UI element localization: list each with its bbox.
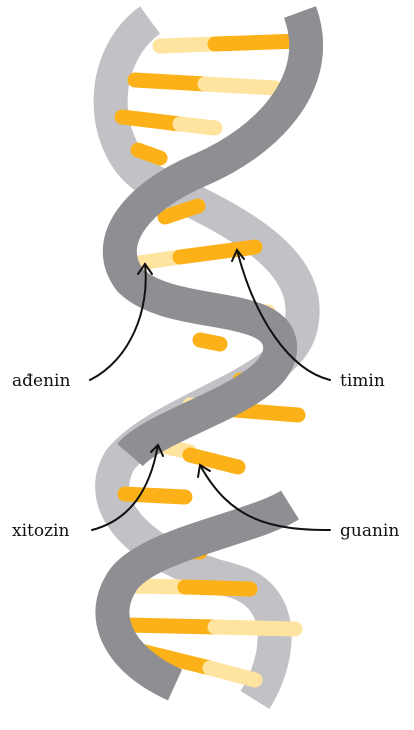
label-cytosine: xitozin	[12, 521, 69, 541]
base-pair	[160, 44, 215, 46]
base-pair	[200, 340, 220, 344]
base-pair	[190, 455, 238, 467]
base-pair	[125, 494, 185, 497]
base-pair	[205, 84, 275, 88]
base-pair	[210, 668, 255, 680]
base-pair	[215, 627, 295, 629]
base-pair	[180, 124, 215, 128]
label-guanine: guanin	[340, 521, 399, 541]
base-pair	[185, 587, 250, 589]
base-pair	[180, 247, 255, 257]
base-pair	[125, 625, 215, 627]
base-pair	[165, 206, 198, 217]
label-thymine: timin	[340, 371, 385, 391]
base-pair	[122, 117, 180, 124]
base-pair	[215, 41, 300, 44]
label-adenine: ađenin	[12, 371, 70, 391]
base-pair	[138, 150, 160, 158]
base-pair	[135, 80, 205, 84]
